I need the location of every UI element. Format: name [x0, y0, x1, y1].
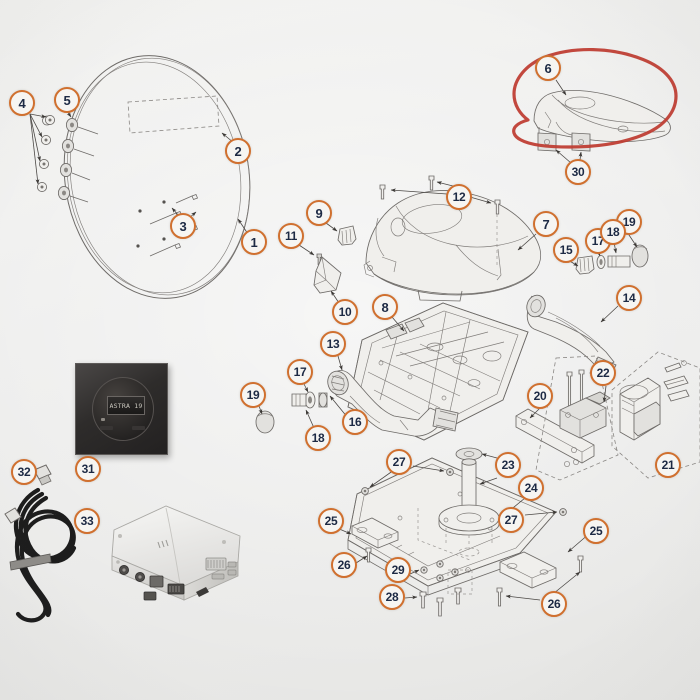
- arm-hardware-right: [567, 231, 649, 275]
- callout-26[interactable]: 26: [331, 552, 357, 578]
- callout-25b[interactable]: 25: [583, 518, 609, 544]
- plate-rivets: [361, 465, 567, 516]
- callout-2[interactable]: 2: [225, 138, 251, 164]
- callout-32[interactable]: 32: [11, 459, 37, 485]
- callout-1[interactable]: 1: [241, 229, 267, 255]
- panel-button-right[interactable]: [132, 426, 145, 430]
- satellite-receiver: [88, 500, 248, 610]
- support-beam: [515, 407, 595, 464]
- callout-14[interactable]: 14: [616, 285, 642, 311]
- callout-27b[interactable]: 27: [498, 507, 524, 533]
- callout-11[interactable]: 11: [278, 223, 304, 249]
- callout-9[interactable]: 9: [306, 200, 332, 226]
- cover-screws: [379, 175, 501, 268]
- callout-5[interactable]: 5: [54, 87, 80, 113]
- elevation-arm: [327, 355, 459, 437]
- coaxial-cable: [4, 462, 96, 630]
- callout-30[interactable]: 30: [565, 159, 591, 185]
- callout-26b[interactable]: 26: [541, 591, 567, 617]
- panel-button-left[interactable]: [100, 426, 113, 430]
- callout-3[interactable]: 3: [170, 213, 196, 239]
- callout-20[interactable]: 20: [527, 383, 553, 409]
- callout-28[interactable]: 28: [379, 584, 405, 610]
- callout-24[interactable]: 24: [518, 475, 544, 501]
- azimuth-motor-group: [535, 355, 619, 481]
- callout-10[interactable]: 10: [332, 299, 358, 325]
- callout-4[interactable]: 4: [9, 90, 35, 116]
- pivot-shaft: [438, 447, 509, 557]
- callout-7[interactable]: 7: [533, 211, 559, 237]
- wall-control-panel: ASTRA 19: [75, 363, 168, 455]
- callout-22[interactable]: 22: [590, 360, 616, 386]
- callout-16[interactable]: 16: [342, 409, 368, 435]
- callout-18b[interactable]: 18: [600, 219, 626, 245]
- callout-8[interactable]: 8: [372, 294, 398, 320]
- callout-25[interactable]: 25: [318, 508, 344, 534]
- callout-15[interactable]: 15: [553, 237, 579, 263]
- callout-6[interactable]: 6: [535, 55, 561, 81]
- callout-27[interactable]: 27: [386, 449, 412, 475]
- callout-17[interactable]: 17: [287, 359, 313, 385]
- callout-21[interactable]: 21: [655, 452, 681, 478]
- washer-and-nut-set: [29, 110, 99, 203]
- panel-display: ASTRA 19: [107, 396, 145, 415]
- callout-31[interactable]: 31: [75, 456, 101, 482]
- callout-33[interactable]: 33: [74, 508, 100, 534]
- retaining-pin: [298, 244, 322, 265]
- fastener-sets: [404, 560, 473, 617]
- arm-hardware-left: [255, 381, 328, 434]
- chassis-frame: [347, 302, 529, 441]
- callout-12[interactable]: 12: [446, 184, 472, 210]
- dish-reflector: [63, 55, 251, 299]
- clip-bracket: [325, 222, 357, 246]
- callout-13[interactable]: 13: [320, 331, 346, 357]
- panel-display-text: ASTRA 19: [109, 401, 143, 410]
- panel-led: [101, 418, 105, 421]
- red-highlight-outline: [512, 48, 678, 149]
- callout-19[interactable]: 19: [240, 382, 266, 408]
- callout-29[interactable]: 29: [385, 557, 411, 583]
- callout-18[interactable]: 18: [305, 425, 331, 451]
- motor-hardware-kit: [611, 351, 700, 479]
- lnb-arm-cover: [533, 79, 671, 164]
- callout-23[interactable]: 23: [495, 452, 521, 478]
